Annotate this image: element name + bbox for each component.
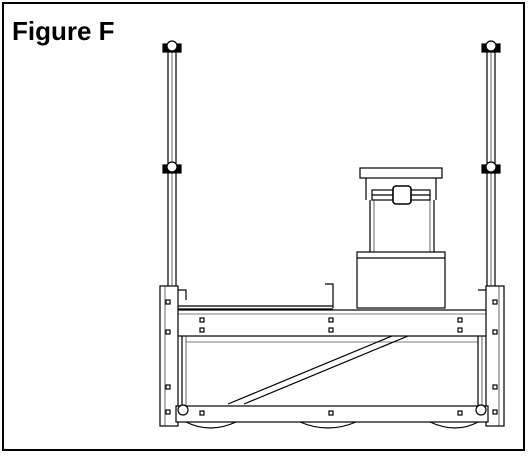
right-upright-post (481, 40, 501, 289)
left-side-frame (159, 285, 179, 427)
right-side-frame (485, 285, 505, 427)
platform-deck (175, 283, 489, 337)
figure-frame: Figure F (2, 2, 525, 451)
figure-title: Figure F (12, 16, 115, 46)
hoist-unit (356, 167, 446, 309)
left-upright-post (162, 40, 182, 289)
lower-frame (175, 335, 489, 423)
caster-wheels (177, 404, 487, 429)
